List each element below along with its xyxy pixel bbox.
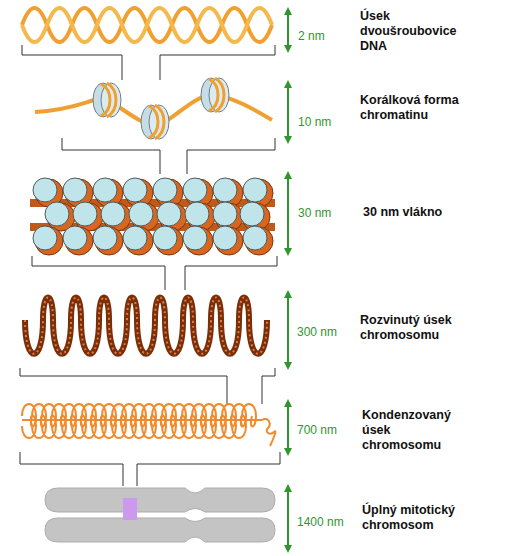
highlighted-region <box>123 498 137 520</box>
dimension-label: 300 nm <box>297 325 337 339</box>
level-label: Korálková forma chromatinu <box>360 93 478 123</box>
mitotic-chromosome <box>45 488 275 542</box>
dna-strand <box>22 8 272 42</box>
level-label: Kondenzovaný úsek chromosomu <box>362 408 458 453</box>
level-label: 30 nm vlákno <box>363 205 498 220</box>
level-label: Rozvinutý úsek chromosomu <box>360 313 478 343</box>
dimension-label: 1400 nm <box>297 515 344 529</box>
dimension-label: 10 nm <box>298 115 331 129</box>
dimension-label: 30 nm <box>298 206 331 220</box>
fiber-30nm <box>33 178 273 255</box>
dimension-label: 2 nm <box>298 29 325 43</box>
nucleosome <box>201 78 229 112</box>
zoom-bracket <box>20 45 280 486</box>
condensed-loops <box>22 404 275 446</box>
dimension-label: 700 nm <box>297 423 337 437</box>
chromatin-loops <box>25 298 267 354</box>
level-label: Úplný mitotický chromosom <box>362 503 480 533</box>
chromatin-loops <box>25 298 267 354</box>
dimension-arrow <box>287 11 289 549</box>
nucleosome <box>93 83 121 117</box>
level-label: Úsek dvoušroubovice DNA <box>360 9 472 54</box>
dna-strand <box>22 8 272 42</box>
nucleosome <box>141 105 169 139</box>
